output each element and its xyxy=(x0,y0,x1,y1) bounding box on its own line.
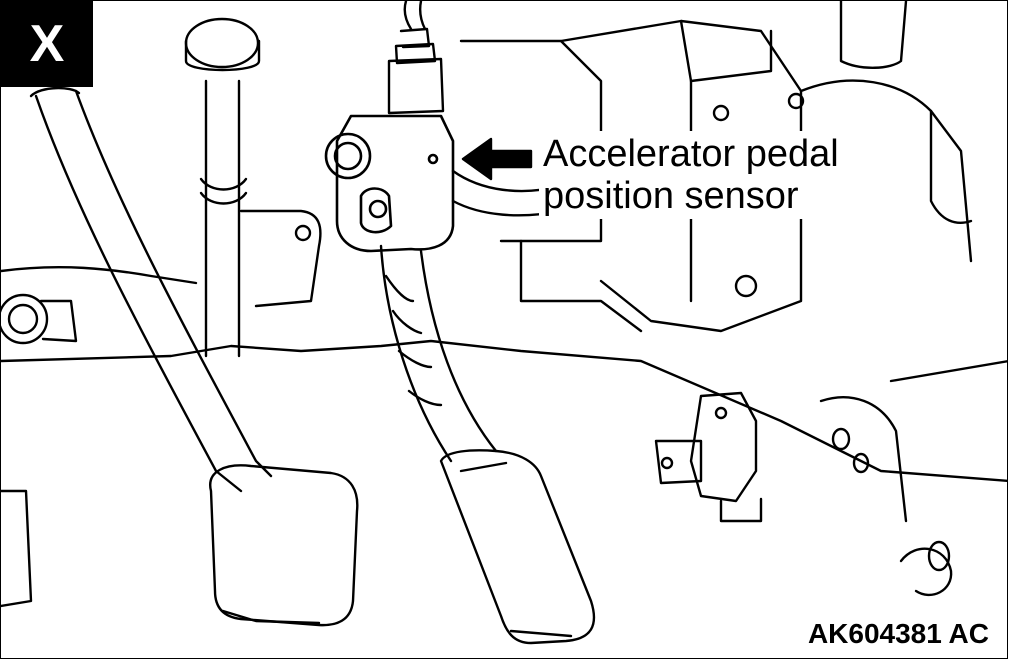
callout-arrow xyxy=(461,137,533,181)
brake-arm-top xyxy=(29,86,81,98)
left-bolt xyxy=(1,293,78,345)
accelerator-arm xyxy=(379,244,498,463)
view-label-badge: X xyxy=(1,1,93,87)
callout-line-2: position sensor xyxy=(543,175,799,217)
right-structure xyxy=(819,360,1007,597)
right-bracket xyxy=(654,391,763,523)
brake-pedal-arm xyxy=(34,89,273,493)
column-rod xyxy=(184,17,261,358)
accelerator-pedal-pad xyxy=(439,449,596,645)
view-label: X xyxy=(29,15,65,73)
sensor-callout: Accelerator pedal position sensor xyxy=(539,131,927,219)
brake-pedal-pad xyxy=(209,464,359,627)
floor-panel xyxy=(1,339,1007,483)
left-lower-bracket xyxy=(1,489,33,608)
sensor-connector xyxy=(387,1,445,115)
callout-line-1: Accelerator pedal xyxy=(543,133,839,175)
sensor-body xyxy=(324,114,455,253)
rod-bracket xyxy=(239,209,322,308)
firewall-edge xyxy=(1,266,198,285)
figure-code: AK604381 AC xyxy=(803,618,993,650)
